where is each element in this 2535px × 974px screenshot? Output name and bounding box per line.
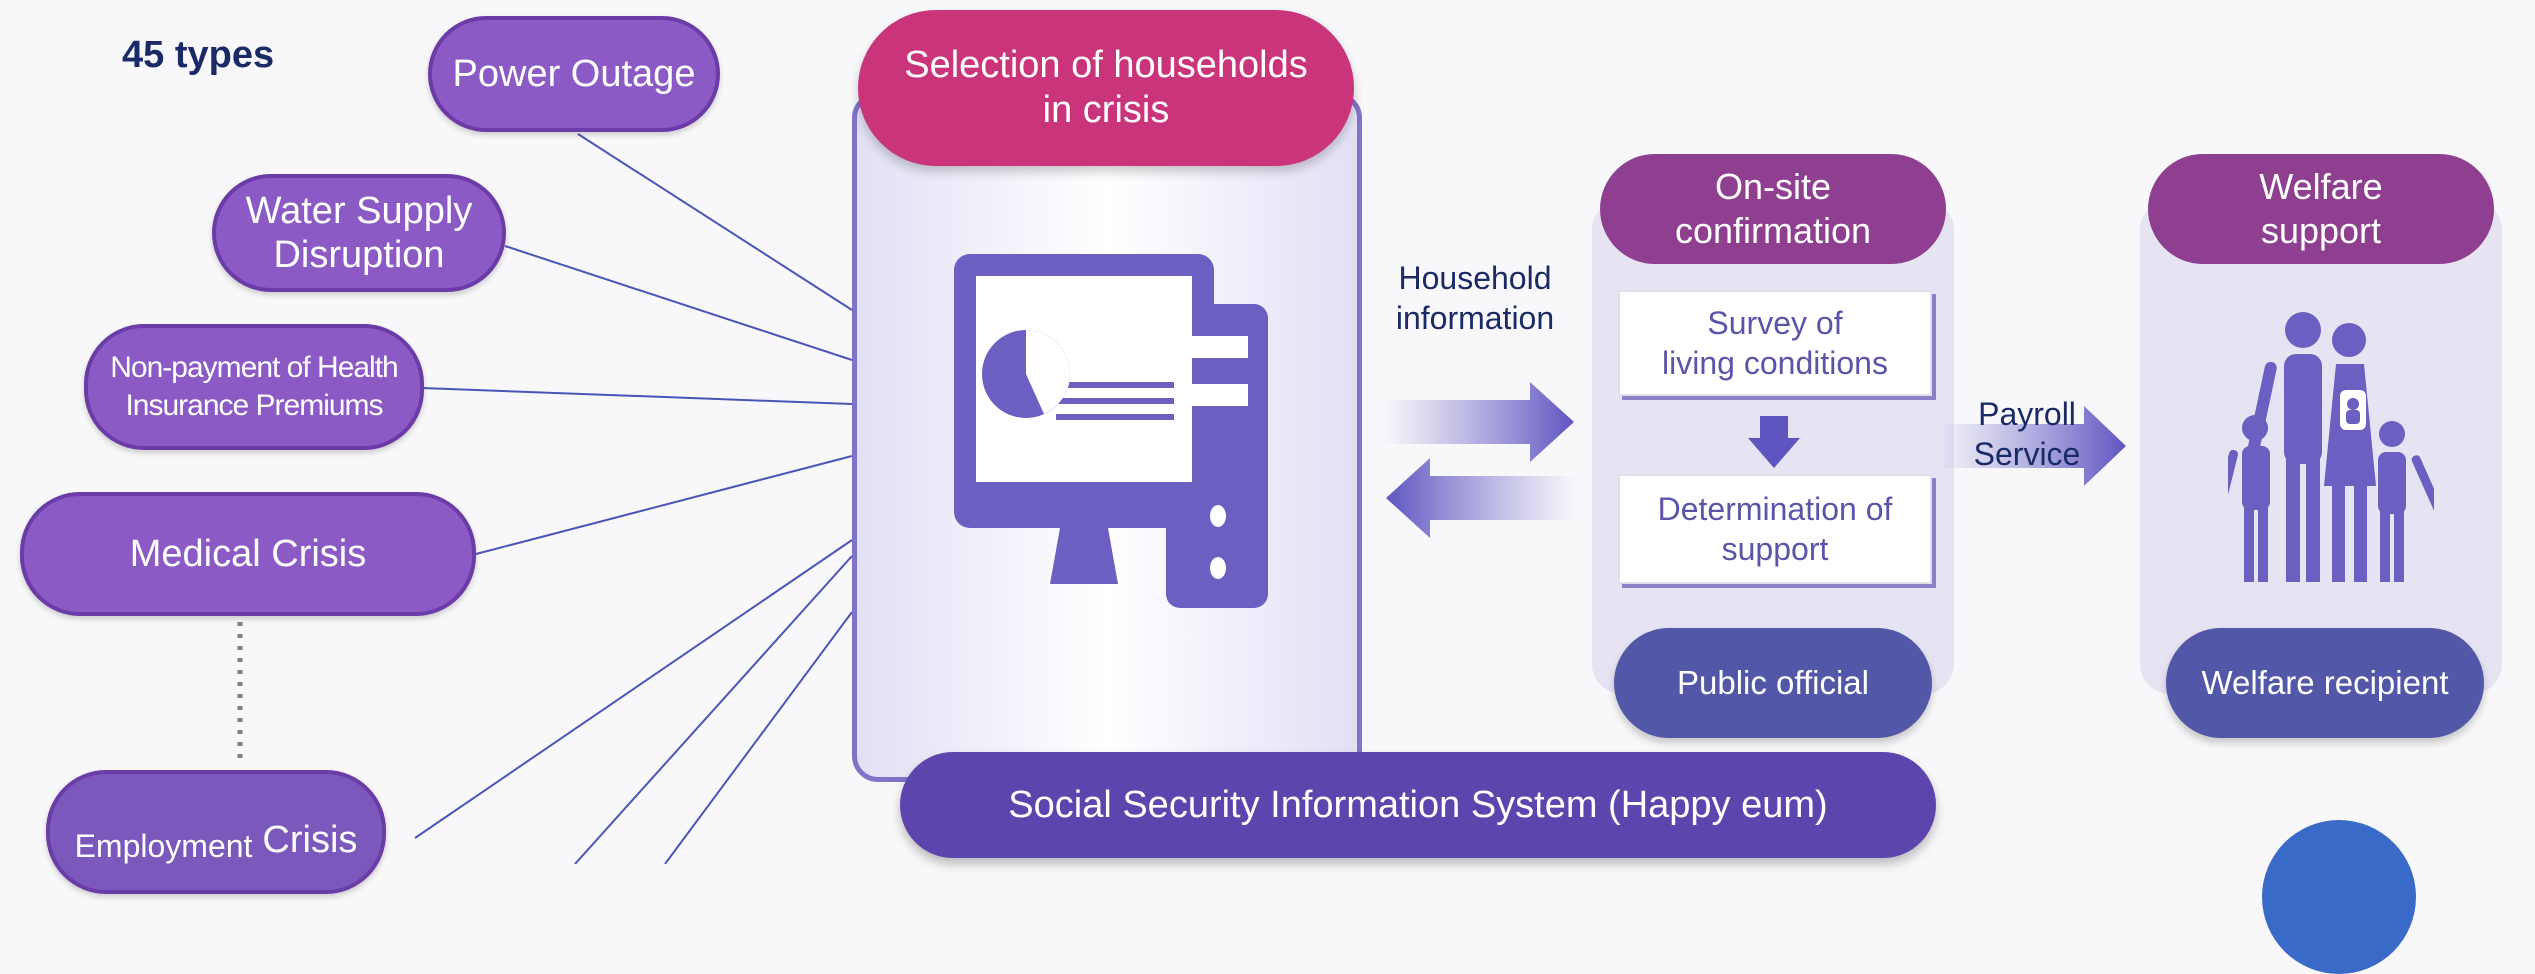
crisis-label: Water Supply [245, 190, 473, 232]
survey-text: living conditions [1662, 345, 1888, 381]
onsite-header-text: On-site [1714, 166, 1832, 207]
double-arrow-icon [1384, 382, 1576, 538]
payroll-arrow-icon [1944, 406, 2126, 486]
role-label: Welfare recipient [2201, 664, 2449, 701]
types-count: 45 types [122, 34, 275, 76]
connector-line [475, 455, 853, 555]
crisis-label: Crisis [262, 819, 358, 861]
determination-text: Determination of [1657, 491, 1893, 527]
crisis-power-outage: Power Outage [428, 16, 720, 132]
connector-line [664, 611, 853, 864]
crisis-label: Insurance Premiums [125, 389, 383, 422]
selection-label: in crisis [1042, 89, 1170, 131]
crisis-label: Non-payment of Health [110, 351, 398, 384]
down-arrow-icon [1748, 416, 1800, 468]
connector-line [574, 555, 853, 864]
crisis-health-insurance: Non-payment of Health Insurance Premiums [84, 324, 424, 450]
connector-line [421, 387, 853, 405]
welfare-header: Welfare support [2148, 154, 2494, 264]
payroll-label: Payroll Service [1962, 394, 2092, 474]
household-info-text: information [1395, 300, 1555, 336]
payroll-text: Service [1973, 436, 2081, 472]
connector-line [414, 539, 853, 839]
crisis-label: Employment [74, 828, 253, 864]
selection-pill: Selection of households in crisis [858, 10, 1354, 166]
household-info-text: Household [1398, 260, 1552, 296]
crisis-label: Medical Crisis [129, 533, 367, 575]
family-icon [2228, 312, 2434, 582]
computer-icon [954, 254, 1268, 608]
crisis-medical: Medical Crisis [20, 492, 476, 616]
connector-line [504, 245, 853, 361]
crisis-water-supply: Water Supply Disruption [212, 174, 506, 292]
payroll-text: Payroll [1978, 396, 2076, 432]
connector-lines [237, 133, 853, 864]
connector-line [577, 133, 853, 311]
welfare-recipient-pill: Welfare recipient [2166, 628, 2484, 738]
crisis-label: Power Outage [452, 53, 696, 95]
blue-circle-shape [2262, 820, 2416, 974]
system-label: Social Security Information System (Happ… [1008, 783, 1828, 826]
selection-label: Selection of households [904, 44, 1308, 86]
survey-text: Survey of [1707, 305, 1843, 341]
role-label: Public official [1677, 664, 1869, 701]
system-bar: Social Security Information System (Happ… [900, 752, 1936, 858]
crisis-employment: Employment Crisis [46, 770, 386, 894]
onsite-header: On-site confirmation [1600, 154, 1946, 264]
onsite-header-text: confirmation [1674, 210, 1872, 251]
welfare-header-text: Welfare [2259, 166, 2383, 207]
crisis-label: Disruption [273, 234, 445, 276]
survey-box: Survey of living conditions [1618, 290, 1932, 396]
determination-box: Determination of support [1618, 474, 1932, 584]
household-info-label: Household information [1372, 258, 1578, 338]
public-official-pill: Public official [1614, 628, 1932, 738]
welfare-header-text: support [2260, 210, 2382, 251]
determination-text: support [1721, 531, 1829, 567]
